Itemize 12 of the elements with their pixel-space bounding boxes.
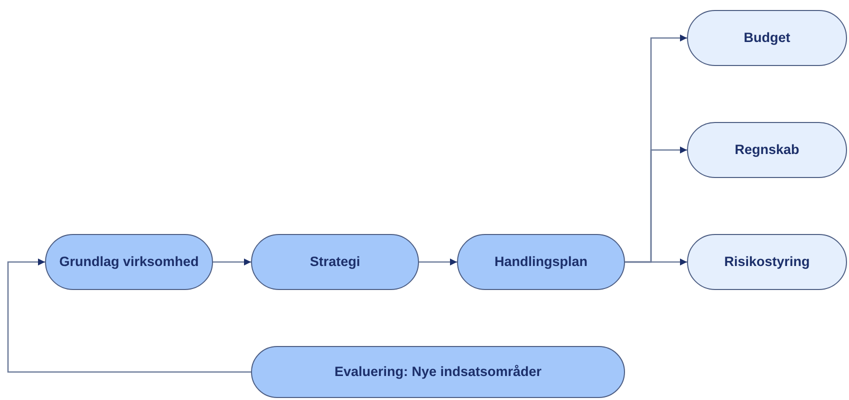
arrow — [625, 258, 687, 266]
arrow — [419, 258, 457, 266]
process-box — [251, 346, 625, 398]
box-label: Evaluering: Nye indsatsområder — [333, 363, 543, 381]
box-label: Handlingsplan — [493, 253, 588, 271]
arrow — [213, 258, 251, 266]
box-label: Grundlag virksomhed — [58, 253, 200, 271]
box-label: Strategi — [308, 253, 362, 271]
arrow — [7, 258, 251, 373]
box-label: Budget — [742, 29, 792, 47]
box-label: Regnskab — [734, 141, 800, 159]
box-label: Risikostyring — [723, 253, 811, 271]
